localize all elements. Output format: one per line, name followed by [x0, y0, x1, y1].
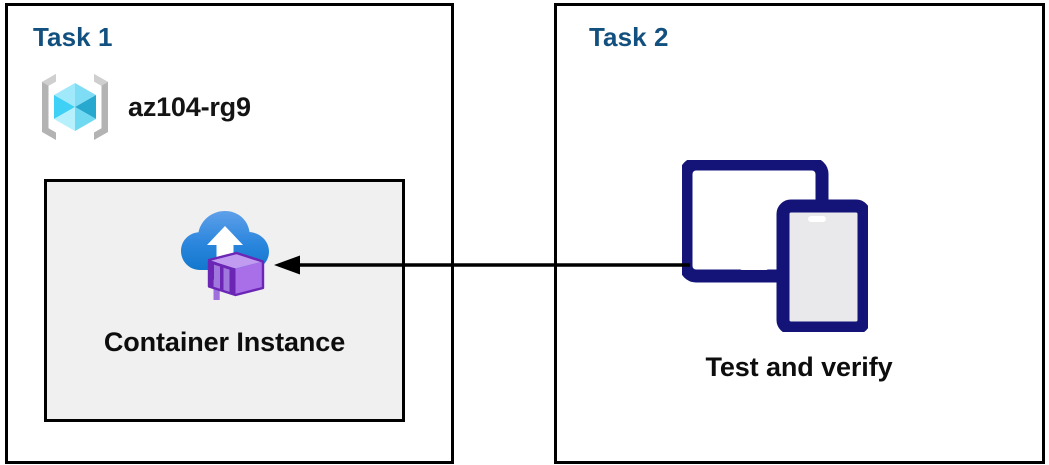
azure-resource-group-icon	[36, 68, 114, 146]
container-instance-label: Container Instance	[103, 327, 346, 357]
task-panel-1: Task 1	[5, 3, 454, 464]
task-2-title: Task 2	[589, 22, 669, 52]
task-1-title: Task 1	[33, 22, 113, 52]
test-and-verify-label: Test and verify	[705, 352, 893, 382]
resource-group-row: az104-rg9	[36, 68, 251, 146]
container-instance-box: Container Instance	[44, 179, 405, 422]
resource-group-label: az104-rg9	[128, 91, 251, 122]
